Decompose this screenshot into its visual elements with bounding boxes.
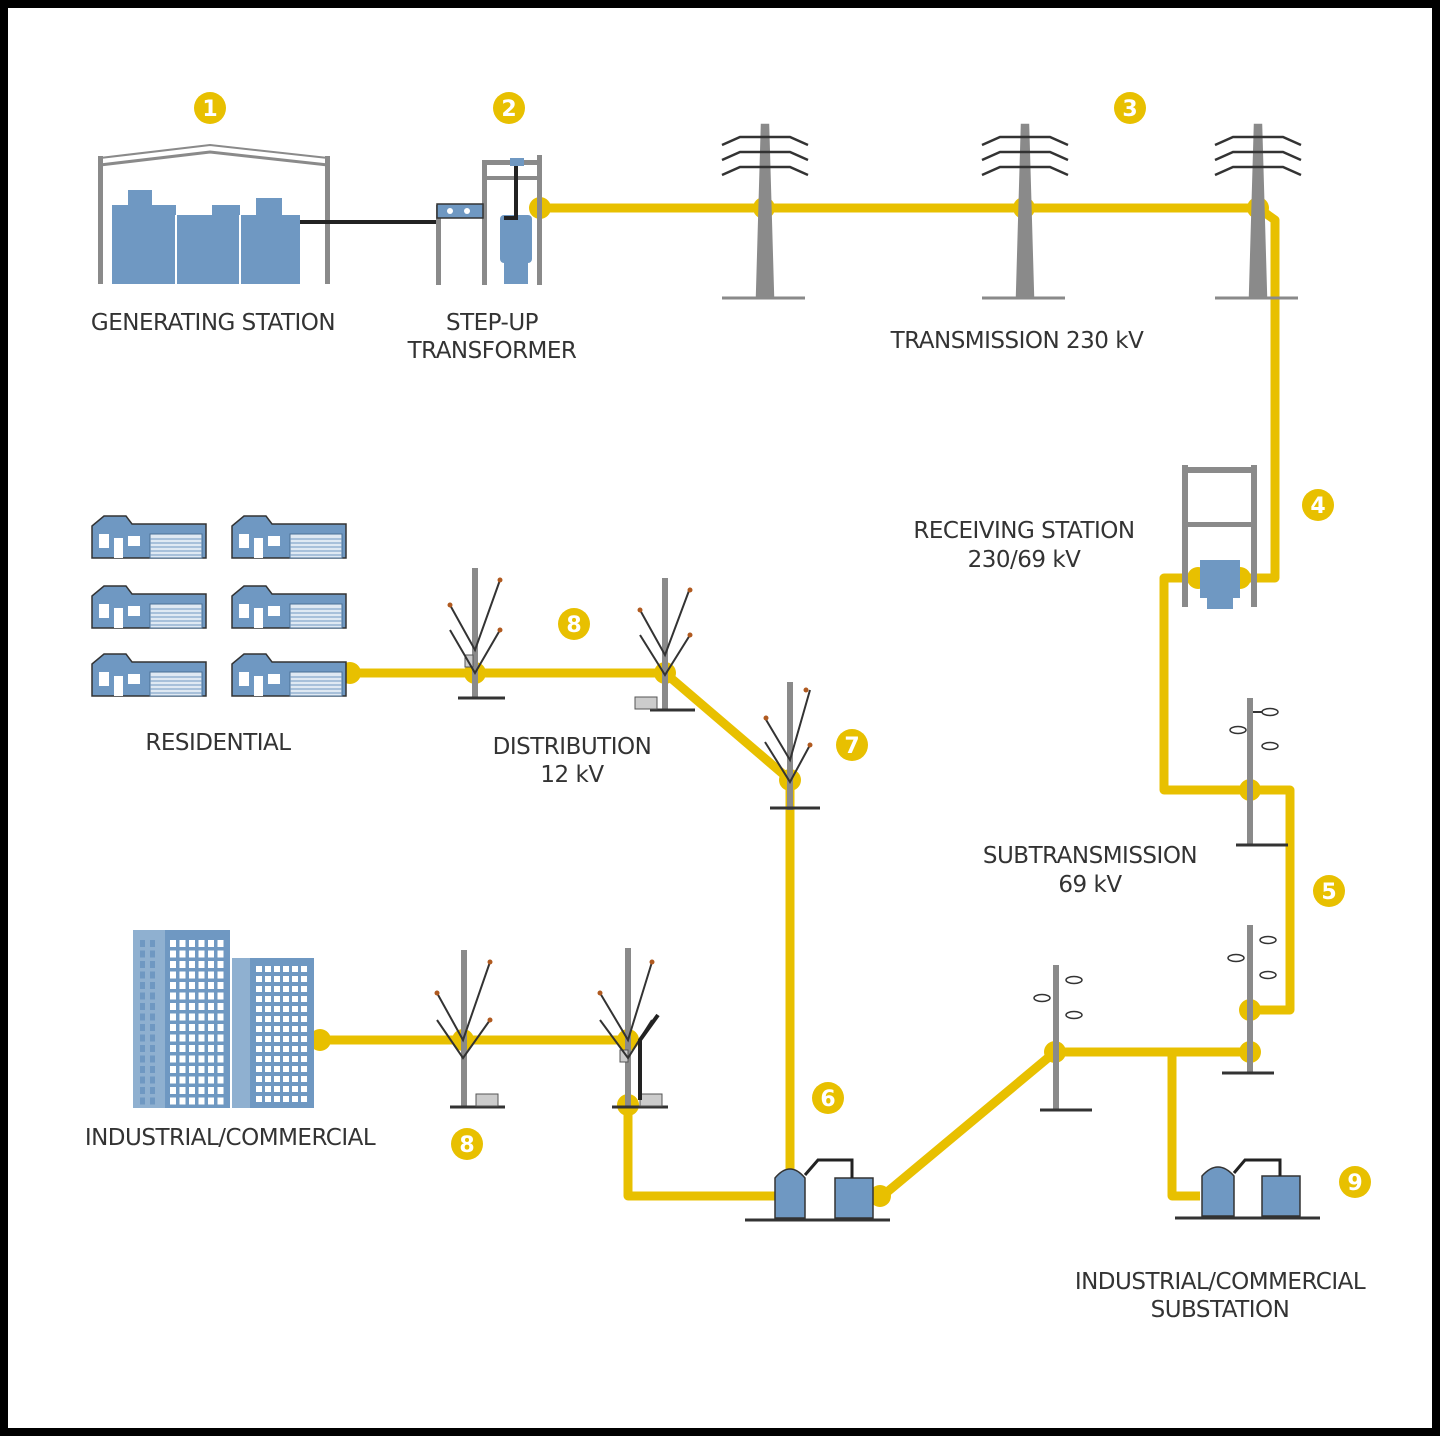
distribution-label-line2: 12 kV — [540, 762, 604, 788]
labels: GENERATING STATION STEP-UP TRANSFORMER T… — [85, 310, 1367, 1323]
house-icon — [91, 653, 207, 697]
substation-label-line2: SUBSTATION — [1151, 1297, 1290, 1323]
transmission-tower-icon — [1214, 123, 1302, 300]
diagram-canvas: GENERATING STATION STEP-UP TRANSFORMER T… — [8, 8, 1432, 1428]
step-marker-9: 9 — [1339, 1166, 1371, 1198]
subtransmission-pole-icon — [1222, 925, 1277, 1075]
industrial-buildings-icon — [133, 930, 314, 1108]
industrial-commercial-label: INDUSTRIAL/COMMERCIAL — [85, 1125, 376, 1151]
distribution-pole-icon — [763, 682, 820, 810]
step-marker-8-distribution: 8 — [558, 608, 590, 640]
step-up-label-line2: TRANSFORMER — [407, 338, 577, 364]
receiving-station-label-line2: 230/69 kV — [968, 547, 1082, 573]
svg-text:3: 3 — [1122, 97, 1137, 122]
distribution-label-line1: DISTRIBUTION — [493, 734, 652, 760]
house-icon — [91, 585, 207, 629]
generating-station-icon — [98, 143, 440, 284]
transmission-tower-icon — [981, 123, 1069, 300]
svg-text:2: 2 — [501, 97, 516, 122]
step-markers: 1 2 3 4 5 6 7 8 8 9 — [194, 92, 1371, 1198]
svg-text:6: 6 — [820, 1087, 835, 1112]
step-marker-4: 4 — [1302, 489, 1334, 521]
subtransmission-pole-icon — [1229, 698, 1288, 847]
distribution-pole-icon — [597, 948, 668, 1109]
house-icon — [91, 515, 207, 559]
residential-houses-icon — [91, 515, 347, 697]
step-marker-7: 7 — [836, 729, 868, 761]
generating-station-label: GENERATING STATION — [91, 310, 335, 336]
step-marker-2: 2 — [493, 92, 525, 124]
step-marker-5: 5 — [1313, 875, 1345, 907]
subtransmission-pole-icon — [1033, 965, 1092, 1112]
svg-text:8: 8 — [566, 613, 581, 638]
distribution-pole-icon — [447, 568, 505, 700]
receiving-station-label-line1: RECEIVING STATION — [913, 518, 1134, 544]
distribution-diagonal-line — [662, 669, 793, 784]
house-icon — [231, 585, 347, 629]
substation-label-line1: INDUSTRIAL/COMMERCIAL — [1075, 1269, 1366, 1295]
subtransmission-label-line2: 69 kV — [1058, 872, 1122, 898]
transmission-label: TRANSMISSION 230 kV — [890, 328, 1144, 354]
power-grid-diagram: GENERATING STATION STEP-UP TRANSFORMER T… — [85, 92, 1371, 1323]
house-icon — [231, 515, 347, 559]
transmission-tower-icon — [721, 123, 809, 300]
distribution-to-industrial-line — [623, 1105, 790, 1201]
receiving-station-icon — [1182, 465, 1257, 609]
substation-branch-line — [1167, 1052, 1200, 1201]
distribution-pole-icon — [434, 950, 505, 1109]
svg-text:9: 9 — [1347, 1171, 1362, 1196]
svg-text:4: 4 — [1310, 494, 1325, 519]
subtransmission-label-line1: SUBTRANSMISSION — [983, 843, 1197, 869]
distribution-substation-icon — [745, 1158, 890, 1222]
industrial-substation-icon — [1175, 1158, 1320, 1220]
step-marker-1: 1 — [194, 92, 226, 124]
svg-text:1: 1 — [202, 97, 217, 122]
svg-text:5: 5 — [1321, 880, 1336, 905]
svg-text:8: 8 — [459, 1133, 474, 1158]
step-marker-6: 6 — [812, 1082, 844, 1114]
step-marker-3: 3 — [1114, 92, 1146, 124]
subtransmission-feeder-line — [877, 1047, 1250, 1202]
distribution-pole-icon — [634, 578, 695, 712]
receiving-to-subtransmission-line — [1159, 573, 1295, 1015]
step-up-transformer-icon — [436, 155, 542, 285]
house-icon — [231, 653, 347, 697]
residential-label: RESIDENTIAL — [145, 730, 291, 756]
svg-text:7: 7 — [844, 734, 859, 759]
step-marker-8-industrial: 8 — [451, 1128, 483, 1160]
step-up-label-line1: STEP-UP — [446, 310, 539, 336]
